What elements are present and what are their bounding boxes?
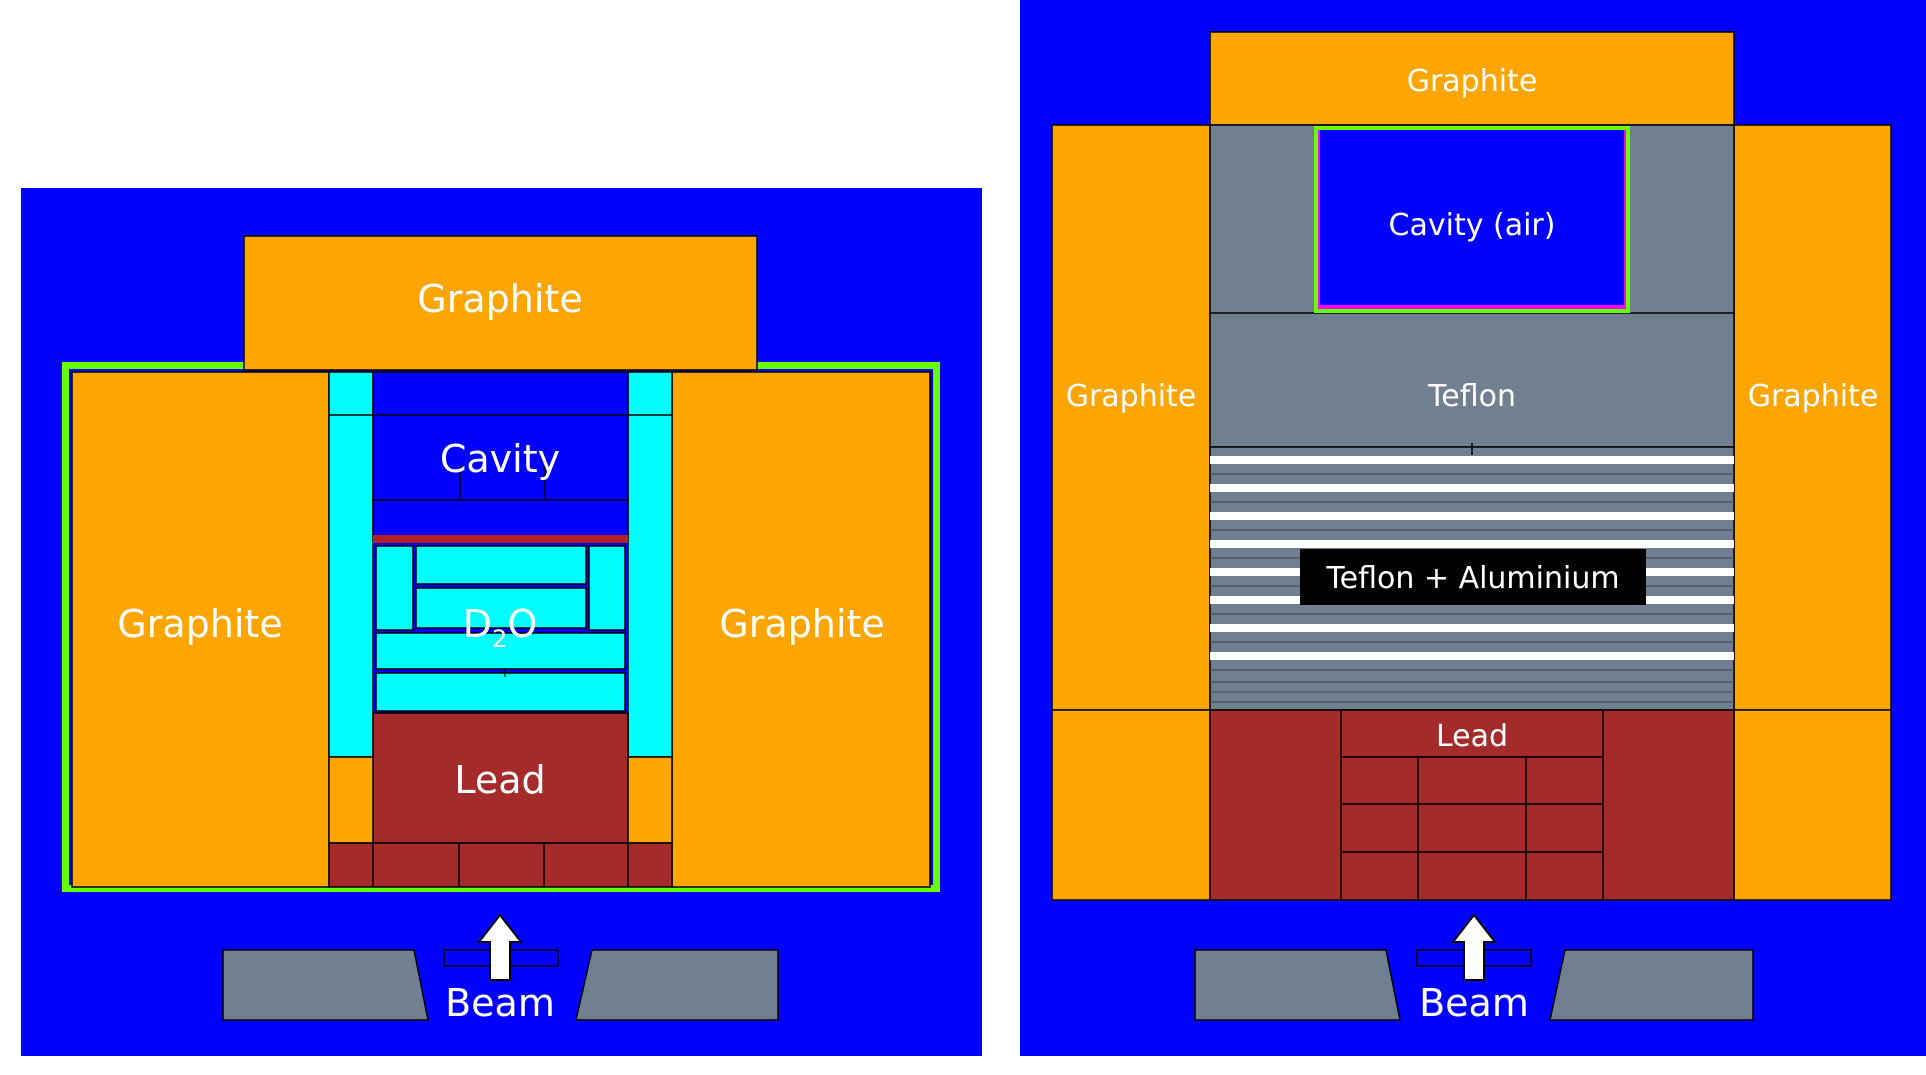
- arrow-up-icon: [1450, 913, 1498, 981]
- left-d2o-label-subscript: 2: [492, 625, 507, 653]
- left-d2o-label-o: O: [507, 602, 537, 646]
- right-graphite-left-label: Graphite: [1066, 379, 1197, 414]
- left-collimator-right: [575, 949, 779, 1021]
- left-cavity-label: Cavity: [440, 437, 560, 481]
- svg-text:+: +: [499, 665, 511, 681]
- left-d2o-core: +: [373, 543, 628, 713]
- left-graphite-left-label: Graphite: [117, 602, 282, 646]
- right-graphite-right-bottom: [1733, 709, 1892, 901]
- right-cavity-region: [1320, 130, 1624, 305]
- right-teflon-label: Teflon: [1427, 379, 1516, 414]
- left-cavity-region: [372, 371, 629, 538]
- left-beam-label: Beam: [445, 981, 555, 1025]
- left-lead-block: [372, 712, 629, 844]
- right-graphite-top-block: [1209, 31, 1735, 126]
- left-d2o-column-left: [328, 371, 374, 758]
- arrow-up-icon: [476, 913, 524, 981]
- right-graphite-left-block: [1051, 124, 1211, 711]
- left-graphite-small-right: [627, 756, 673, 844]
- left-graphite-top-block: [243, 235, 758, 371]
- left-lead-label: Lead: [454, 758, 545, 802]
- left-graphite-top-label: Graphite: [417, 277, 582, 321]
- left-collimator-left: [222, 949, 429, 1021]
- right-panel: Graphite Graphite Graphite Cavity (air) …: [1020, 0, 1926, 1056]
- left-graphite-right-label: Graphite: [719, 602, 884, 646]
- right-collimator-left: [1194, 949, 1401, 1021]
- right-beam-label: Beam: [1419, 981, 1529, 1025]
- right-lead-grid: [1340, 709, 1604, 901]
- right-graphite-right-label: Graphite: [1748, 379, 1879, 414]
- left-graphite-small-left: [328, 756, 374, 844]
- right-graphite-top-label: Graphite: [1407, 64, 1538, 99]
- left-cavity-floor-strip: [373, 535, 628, 543]
- right-teflon-aluminium-label: Teflon + Aluminium: [1325, 561, 1619, 596]
- right-graphite-right-block: [1733, 124, 1892, 711]
- left-graphite-right-block: [671, 371, 931, 888]
- right-collimator-right: [1549, 949, 1754, 1021]
- left-d2o-column-right: [627, 371, 673, 758]
- left-d2o-label-d: D: [463, 602, 492, 646]
- left-panel: + Graphite Graphite Graphite Cavity D2O …: [21, 188, 982, 1056]
- left-d2o-label: D2O: [463, 602, 537, 653]
- right-lead-label: Lead: [1436, 719, 1508, 754]
- right-teflon-aluminium-label-box: [1300, 549, 1646, 605]
- right-cavity-label: Cavity (air): [1389, 208, 1556, 243]
- left-lead-base-row: [328, 842, 673, 888]
- right-graphite-left-bottom: [1051, 709, 1211, 901]
